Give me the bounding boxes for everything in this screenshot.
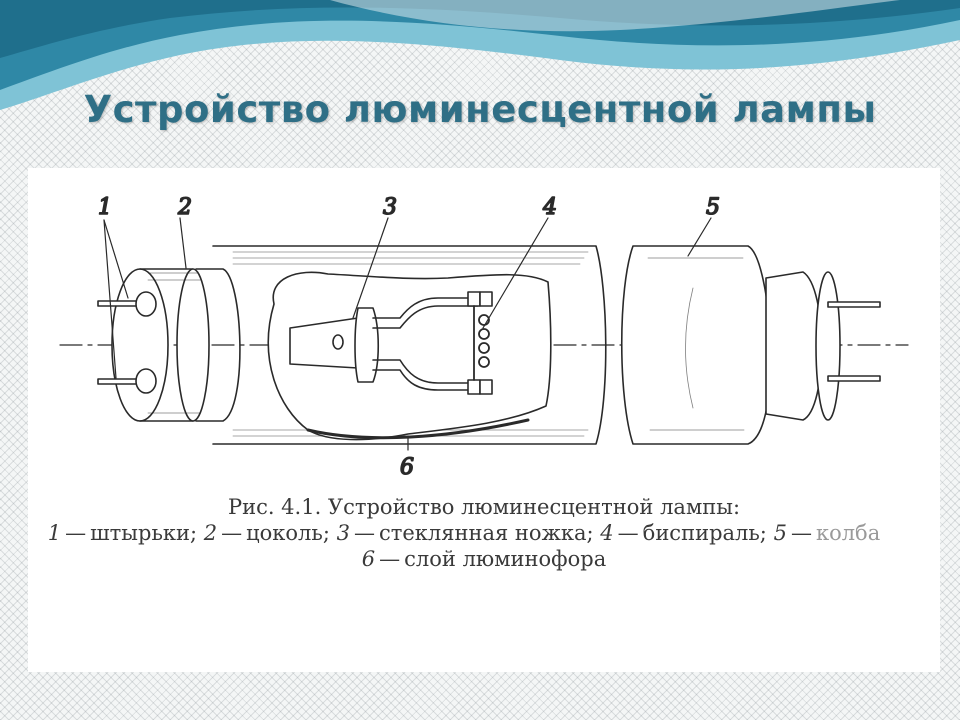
caption-text-1: штырьки; — [90, 521, 198, 545]
caption-text-6: слой люминофора — [404, 547, 607, 571]
caption-text-4: биспираль; — [642, 521, 767, 545]
caption-text-5: колба — [815, 521, 881, 545]
label-6: 6 — [400, 455, 414, 480]
glass-stem — [289, 291, 493, 395]
right-base-cap — [765, 271, 881, 421]
tube-right-section — [621, 245, 772, 445]
label-4: 4 — [542, 195, 557, 220]
wave-dark — [0, 0, 960, 58]
label-1: 1 — [98, 195, 112, 220]
label-2: 2 — [177, 195, 192, 220]
caption-num-4: 4 — [600, 521, 614, 545]
leader-lines — [103, 217, 712, 451]
pins — [97, 291, 157, 394]
lamp-diagram: 1 2 3 4 5 6 — [59, 194, 909, 481]
label-5: 5 — [706, 195, 720, 220]
figure-caption: Рис. 4.1. Устройство люминесцентной ламп… — [28, 494, 940, 572]
caption-legend-line-2: 6—слой люминофора — [361, 547, 607, 571]
label-3: 3 — [383, 195, 397, 220]
caption-legend-line-1: 1—штырьки; 2—цоколь; 3—стеклянная ножка;… — [47, 521, 881, 545]
caption-text-3: стеклянная ножка; — [378, 521, 594, 545]
figure-panel: 1 2 3 4 5 6 Рис. 4.1. Устройство люминес… — [28, 168, 940, 672]
caption-num-5: 5 — [773, 521, 787, 545]
caption-num-3: 3 — [336, 521, 350, 545]
caption-num-1: 1 — [47, 521, 62, 545]
caption-num-2: 2 — [203, 521, 218, 545]
caption-num-6: 6 — [361, 547, 376, 571]
caption-text-2: цоколь; — [246, 521, 330, 545]
header-wave-decoration — [0, 0, 960, 110]
phosphor-layer-edge — [306, 418, 530, 440]
wave-highlight — [330, 0, 900, 32]
slide-title: Устройство люминесцентной лампы — [83, 88, 877, 131]
caption-heading: Рис. 4.1. Устройство люминесцентной ламп… — [227, 495, 741, 519]
bispiral-coil — [473, 305, 490, 381]
